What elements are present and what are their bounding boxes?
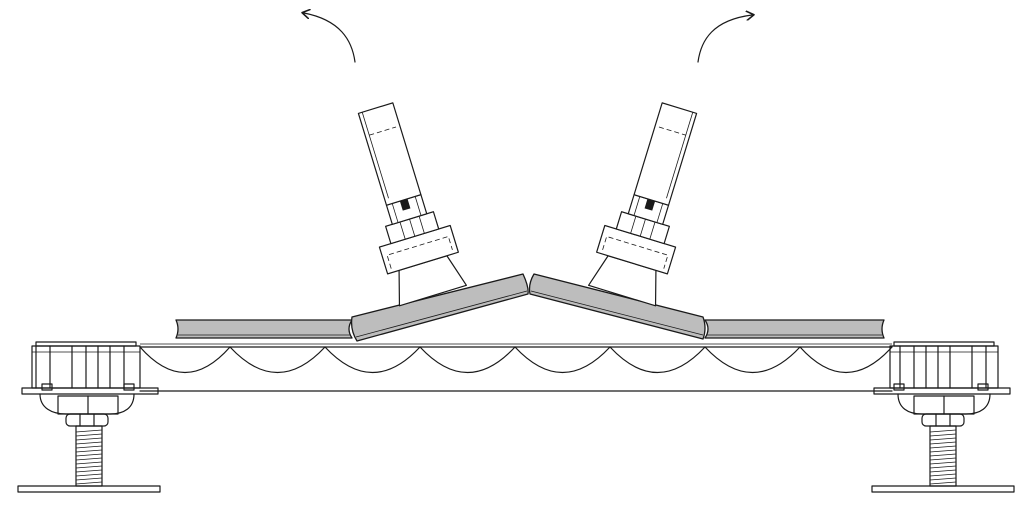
thread-line — [929, 461, 957, 465]
thread-line — [75, 441, 103, 445]
thread-line — [929, 437, 957, 441]
floor-panel-tilted-left — [350, 273, 529, 342]
floor-panel-flat-right — [704, 319, 885, 339]
thread-line — [929, 429, 957, 433]
thread-line — [929, 449, 957, 453]
support-beam — [139, 343, 893, 392]
thread-line — [929, 481, 957, 485]
beam-arch — [139, 346, 231, 373]
thread-line — [75, 465, 103, 469]
suction-cup-lifter-icon — [357, 102, 467, 307]
adjustable-pedestal-icon — [871, 341, 1015, 493]
thread-line — [75, 437, 103, 441]
thread-line — [929, 465, 957, 469]
thread-line — [929, 469, 957, 473]
beam-arch — [704, 346, 801, 374]
thread-line — [75, 445, 103, 449]
thread-line — [929, 477, 957, 481]
beam-arch — [229, 346, 326, 374]
floor-panel-tilted-right — [528, 273, 706, 340]
thread-line — [929, 457, 957, 461]
thread-line — [929, 473, 957, 477]
pedestal-thread — [929, 429, 957, 485]
curved-arrow-up-left-icon — [304, 13, 356, 63]
thread-line — [75, 449, 103, 453]
thread-line — [75, 477, 103, 481]
thread-line — [75, 429, 103, 433]
thread-line — [929, 433, 957, 437]
thread-line — [75, 469, 103, 473]
thread-line — [75, 473, 103, 477]
thread-line — [75, 457, 103, 461]
beam-arch — [799, 346, 893, 374]
beam-arches — [139, 346, 893, 374]
adjustable-pedestal-icon — [17, 341, 161, 493]
thread-line — [75, 433, 103, 437]
beam-arch — [324, 346, 421, 374]
thread-line — [75, 481, 103, 485]
thread-line — [929, 453, 957, 457]
thread-line — [75, 453, 103, 457]
suction-cup-lifter-icon — [588, 102, 698, 307]
floor-panel-flat-left — [175, 319, 353, 339]
thread-line — [929, 445, 957, 449]
beam-arch — [609, 346, 706, 374]
beam-arch — [514, 346, 611, 374]
pedestal-thread — [75, 429, 103, 485]
thread-line — [75, 461, 103, 465]
beam-arch — [419, 346, 516, 374]
curved-arrow-up-right-icon — [697, 15, 752, 63]
thread-line — [929, 441, 957, 445]
